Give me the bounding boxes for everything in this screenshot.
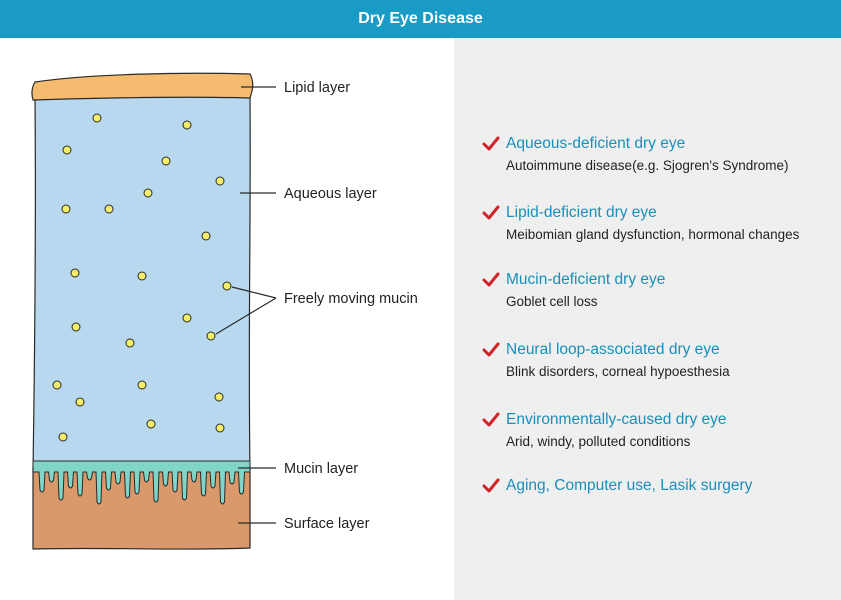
label-aqueous-layer: Aqueous layer [284,186,377,202]
cause-title: Aqueous-deficient dry eye [506,135,686,152]
cause-description: Autoimmune disease(e.g. Sjogren's Syndro… [506,158,789,173]
mucin-particle [70,268,80,278]
mucin-particle [137,271,147,281]
leader-lines [215,86,277,524]
mucin-particle [61,204,71,214]
label-surface-layer: Surface layer [284,516,370,532]
mucin-particle [182,313,192,323]
mucin-free-leader-1 [231,286,277,299]
mucin-particle [222,281,232,291]
free-mucin-particles [52,113,232,442]
mucin-particle [52,380,62,390]
check-icon [482,342,500,357]
cause-item: Mucin-deficient dry eye Goblet cell loss [482,270,832,311]
mucin-particle [214,392,224,402]
check-icon [482,205,500,220]
mucin-particle [143,188,153,198]
cause-item: Aging, Computer use, Lasik surgery [482,476,832,496]
cause-item: Lipid-deficient dry eye Meibomian gland … [482,203,832,244]
mucin-free-leader-2 [215,297,277,335]
cause-description: Arid, windy, polluted conditions [506,434,691,449]
mucin-particle [182,120,192,130]
mucin-particle [201,231,211,241]
mucin-particle [71,322,81,332]
surface-layer [32,467,251,550]
cause-description: Meibomian gland dysfunction, hormonal ch… [506,227,800,242]
mucin-particle [215,423,225,433]
cause-description: Blink disorders, corneal hypoesthesia [506,364,730,379]
mucin-particle [146,419,156,429]
cause-title: Environmentally-caused dry eye [506,411,727,428]
causes-panel [454,38,841,600]
cause-title: Mucin-deficient dry eye [506,271,666,288]
cause-item: Aqueous-deficient dry eye Autoimmune dis… [482,134,832,175]
tear-film-diagram: Lipid layer Aqueous layer Freely moving … [31,72,418,550]
check-icon [482,412,500,427]
mucin-particle [137,380,147,390]
cause-title: Lipid-deficient dry eye [506,204,657,221]
mucin-layer [32,460,251,505]
cause-title: Aging, Computer use, Lasik surgery [506,477,753,494]
page-header: Dry Eye Disease [0,0,841,38]
mucin-particle [62,145,72,155]
cause-title: Neural loop-associated dry eye [506,341,720,358]
mucin-particle [104,204,114,214]
mucin-particle [92,113,102,123]
mucin-particle [75,397,85,407]
page-title: Dry Eye Disease [358,10,483,27]
mucin-particle [125,338,135,348]
lipid-layer [31,72,254,101]
check-icon [482,478,500,493]
cause-description: Goblet cell loss [506,294,598,309]
label-mucin-layer: Mucin layer [284,461,358,477]
mucin-particle [58,432,68,442]
mucin-particle [161,156,171,166]
check-icon [482,272,500,287]
mucin-particle [215,176,225,186]
label-lipid-layer: Lipid layer [284,80,350,96]
mucin-particle [206,331,216,341]
cause-item: Neural loop-associated dry eye Blink dis… [482,340,832,381]
label-freely-moving-mucin: Freely moving mucin [284,291,418,307]
check-icon [482,136,500,151]
cause-item: Environmentally-caused dry eye Arid, win… [482,410,832,451]
